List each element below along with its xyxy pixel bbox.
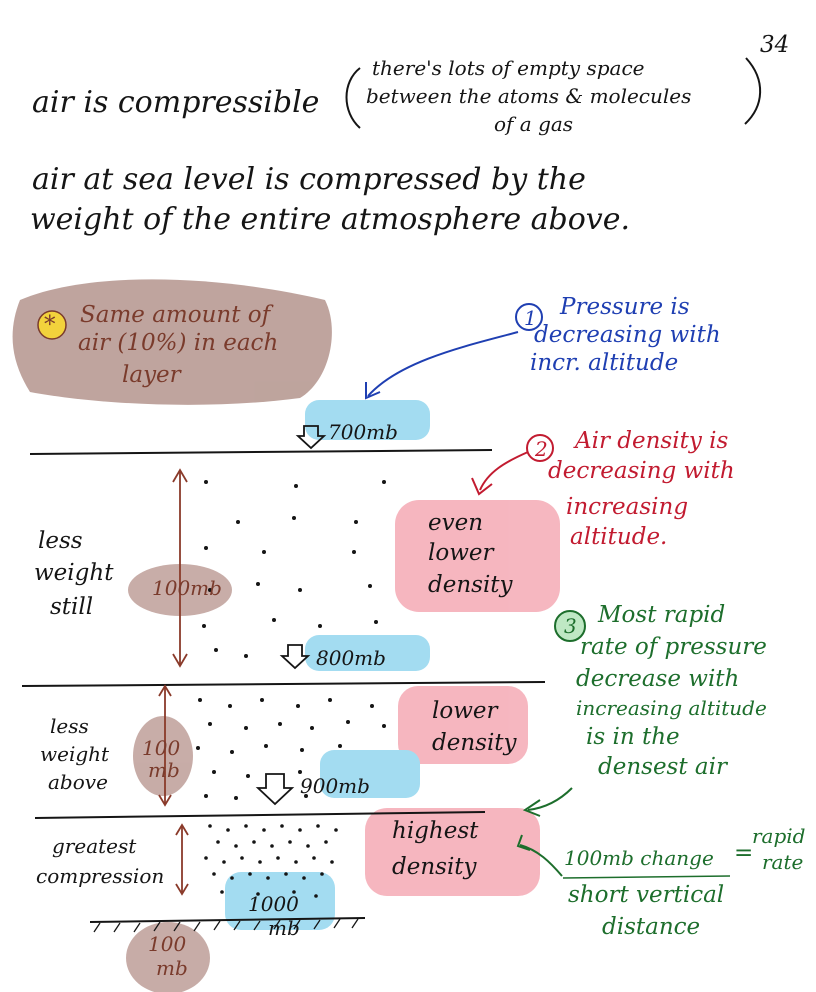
bottom-note-change: 100mb change [564,846,714,870]
thickness-arrow-top [172,468,188,668]
note2-line2: decreasing with [548,458,735,484]
top-layer-density-line1: even [428,510,484,536]
note2-line3: increasing [566,494,689,520]
pointer-bottom-note-head [516,834,531,851]
intro-line3: weight of the entire atmosphere above. [30,202,631,237]
pointer-note2 [479,451,529,491]
top-layer-density-line2: lower [428,540,494,566]
mid-layer-density-line1: lower [432,698,498,724]
shade-highest-red [365,808,540,896]
ground-hatching [93,918,359,933]
star-note-line3: layer [122,362,181,388]
bottom-note-distance: distance [602,914,701,940]
note3-line4: increasing altitude [576,696,767,720]
top-layer-side-line2: weight [34,560,114,586]
shade-800-blue [305,635,430,671]
line-700mb [29,449,493,455]
paren-open [345,67,361,129]
intro-paren-line1: there's lots of empty space [372,56,645,80]
thickness-arrow-bot [175,823,189,896]
star-badge [37,310,67,340]
mid-layer-side-line2: weight [40,742,110,766]
bottom-layer-density-line2: density [392,854,477,880]
note1-circle [515,303,543,331]
pointer-note3-head [522,799,541,817]
bottom-layer-density-line1: highest [392,818,479,844]
note2-line1: Air density is [575,428,729,454]
note1-line2: decreasing with [534,322,721,348]
note2-number: 2 [535,437,548,461]
below-ground-unit: mb [156,956,188,980]
arrow-900mb [255,773,295,806]
star-note-shading [12,279,332,405]
intro-paren-line3: of a gas [494,112,574,136]
star-symbol: * [44,312,56,338]
note3-line3: decrease with [576,666,740,692]
arrow-800mb [279,644,311,670]
shade-100mb-mid [133,716,193,796]
shade-even-lower-red [395,500,560,612]
bottom-note-short-vertical: short vertical [568,882,725,908]
intro-line1: air is compressible [32,85,320,120]
level-800mb: 800mb [316,646,386,670]
note3-circle [554,610,586,642]
note3-line6: densest air [598,754,727,780]
bottom-note-rapid: rapid [752,824,806,848]
mid-layer-side-line1: less [50,714,89,738]
note1-line1: Pressure is [560,294,690,320]
level-900mb: 900mb [300,774,370,798]
level-1000mb-unit: mb [268,916,300,940]
mid-layer-side-line3: above [48,770,108,794]
bottom-layer-side-line1: greatest [52,834,137,858]
air-molecules [196,480,386,898]
mid-layer-thickness-number: 100 [142,736,181,760]
pointer-note3 [527,787,573,811]
below-ground-number: 100 [148,932,187,956]
shade-700-blue [305,400,430,440]
pointer-note2-head [471,477,493,496]
note3-line1: Most rapid [598,602,726,628]
note1-line3: incr. altitude [530,350,679,376]
ground-line [89,917,366,923]
intro-line2: air at sea level is compressed by the [32,162,586,197]
intro-paren-line2: between the atoms & molecules [366,84,692,108]
pointer-note1-head [365,382,381,400]
top-layer-density-line3: density [428,572,513,598]
level-1000mb-number: 1000 [248,892,299,916]
bottom-note-equals: = [734,840,754,866]
note3-line5: is in the [586,724,680,750]
shade-lower-red [398,686,528,764]
note2-circle [526,434,554,462]
top-layer-side-line1: less [38,528,83,554]
pointer-note1 [367,331,519,397]
note2-line4: altitude. [570,524,668,550]
star-note-line2: air (10%) in each [78,330,279,356]
star-note-line1: Same amount of [80,302,271,328]
line-900mb [34,811,486,819]
paren-close [744,57,762,125]
mid-layer-density-line2: density [432,730,517,756]
bottom-layer-side-line2: compression [36,864,165,888]
bottom-note-underline [562,875,731,879]
page-number: 34 [760,32,790,58]
arrow-700mb [295,425,327,450]
line-800mb [21,681,546,687]
shade-100mb-below [126,922,210,992]
pointer-bottom-note [519,844,563,877]
note3-line2: rate of pressure [580,634,767,660]
shade-1000-blue [225,872,335,930]
mid-layer-thickness-unit: mb [148,758,180,782]
bottom-note-rate: rate [762,850,804,874]
level-700mb: 700mb [328,420,398,444]
top-layer-thickness: 100mb [152,576,222,600]
note3-number: 3 [564,614,577,638]
thickness-arrow-mid [158,684,172,807]
top-layer-side-line3: still [50,594,94,620]
shade-900-blue [320,750,420,798]
note1-number: 1 [524,306,537,330]
